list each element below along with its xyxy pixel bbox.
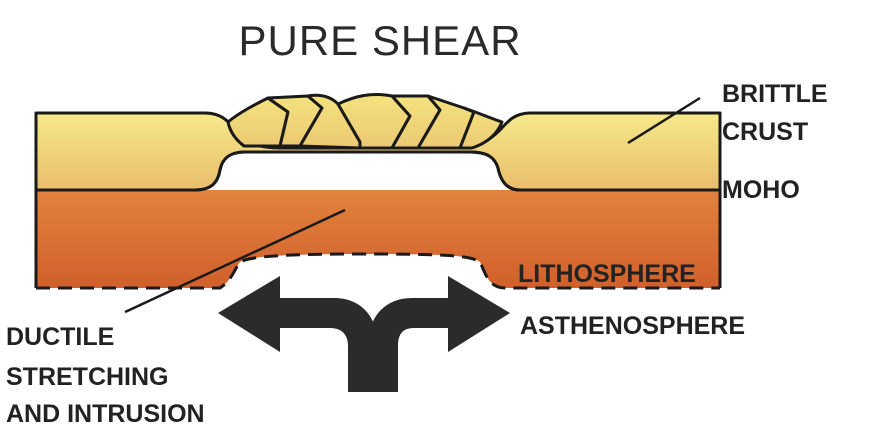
moho-label: MOHO (722, 176, 800, 204)
asthenosphere-label: ASTHENOSPHERE (520, 312, 745, 340)
brittle-crust-label-line2: CRUST (722, 118, 808, 146)
left-arrow-icon (218, 276, 378, 392)
diagram-title: PURE SHEAR (238, 17, 521, 64)
brittle-crust-label-line1: BRITTLE (722, 80, 828, 108)
lithosphere-label: LITHOSPHERE (518, 260, 696, 288)
ductile-label-line2: STRETCHING (6, 363, 169, 391)
upwelling-arrows (218, 276, 510, 392)
right-arrow-icon (368, 276, 510, 392)
fault-blocks (228, 94, 502, 148)
ductile-label-line1: DUCTILE (6, 323, 114, 351)
ductile-label-line3: AND INTRUSION (6, 400, 205, 428)
